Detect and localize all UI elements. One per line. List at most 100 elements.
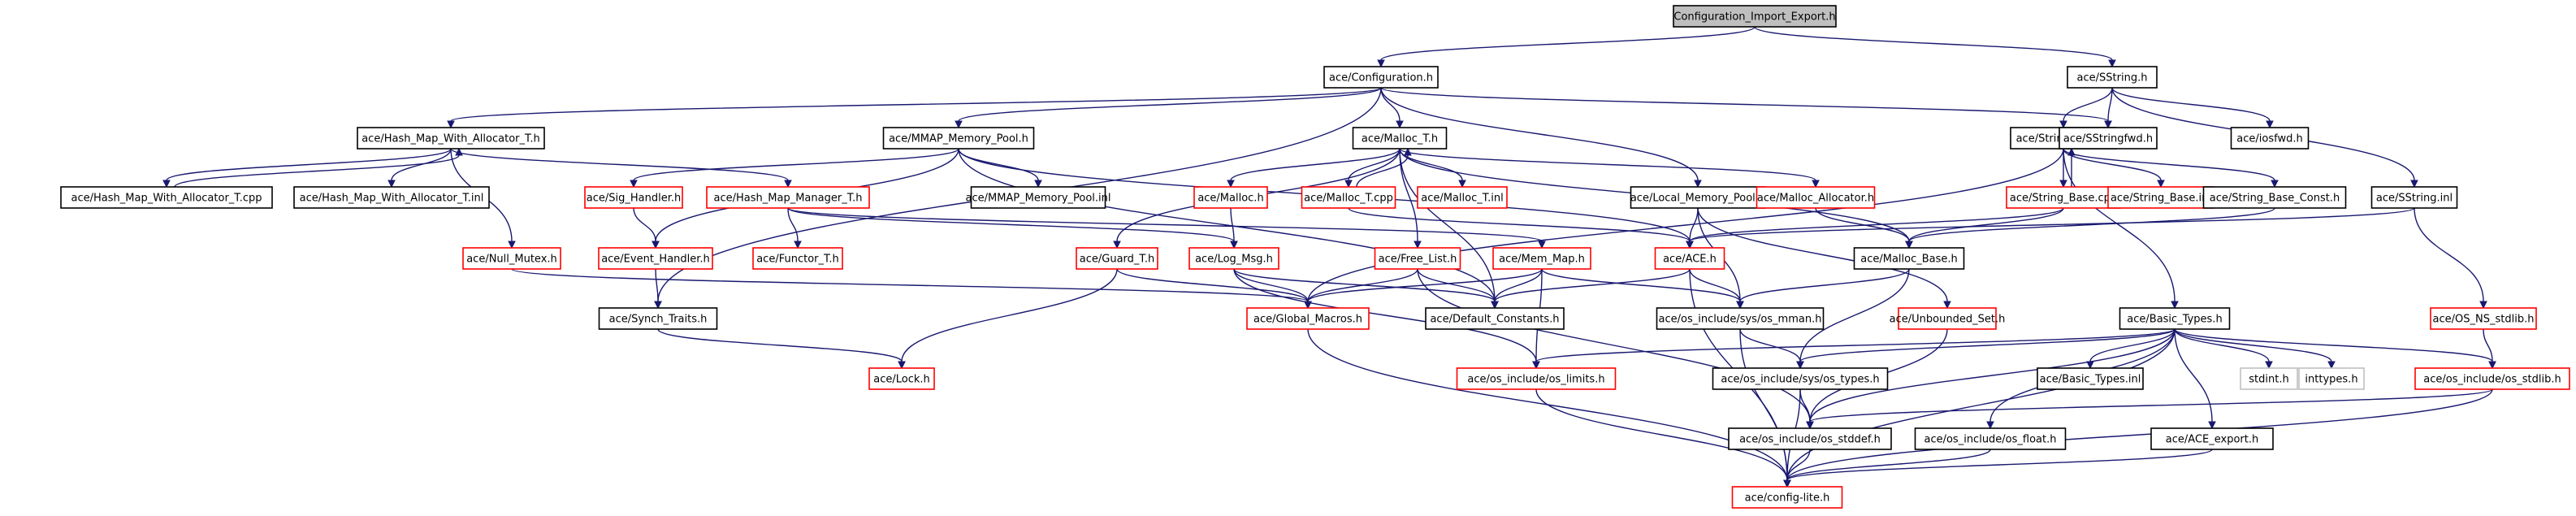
node-os-float[interactable]: ace/os_include/os_float.h — [1914, 427, 2067, 450]
node-event-handler[interactable]: ace/Event_Handler.h — [598, 247, 713, 270]
edge-malloc_t-to-malloc_h — [1227, 148, 1401, 189]
edge-root-to-config — [1377, 26, 1756, 68]
edge-basic_types-to-stdint — [2174, 328, 2273, 370]
node-basic-types[interactable]: ace/Basic_Types.h — [2119, 307, 2231, 330]
node-box — [2059, 127, 2158, 150]
node-stdint[interactable]: stdint.h — [2240, 367, 2298, 390]
node-inttypes[interactable]: inttypes.h — [2298, 367, 2365, 390]
edge-event_handler-to-synch_traits — [654, 268, 662, 310]
node-synch-traits[interactable]: ace/Synch_Traits.h — [598, 307, 718, 330]
node-ace-export[interactable]: ace/ACE_export.h — [2150, 427, 2274, 450]
node-os-ns-stdlib[interactable]: ace/OS_NS_stdlib.h — [2430, 307, 2537, 330]
node-os-limits[interactable]: ace/os_include/os_limits.h — [1456, 367, 1617, 390]
edge-malloc_h-to-log_msg — [1230, 207, 1238, 249]
node-sig-handler[interactable]: ace/Sig_Handler.h — [584, 186, 683, 209]
node-label: inttypes.h — [2305, 374, 2357, 386]
node-sstring[interactable]: ace/SString.h — [2067, 66, 2158, 89]
node-string-base-cpp[interactable]: ace/String_Base.cpp — [2006, 186, 2121, 209]
node-os-types[interactable]: ace/os_include/sys/os_types.h — [1712, 367, 1889, 390]
node-ace-h[interactable]: ace/ACE.h — [1654, 247, 1725, 270]
node-iosfwd[interactable]: ace/iosfwd.h — [2230, 127, 2310, 150]
node-null-mutex[interactable]: ace/Null_Mutex.h — [462, 247, 561, 270]
node-mmap-inl[interactable]: ace/MMAP_Memory_Pool.inl — [965, 186, 1111, 209]
node-functor-t[interactable]: ace/Functor_T.h — [752, 247, 843, 270]
node-lock-h[interactable]: ace/Lock.h — [868, 367, 935, 390]
node-box — [882, 127, 1035, 150]
node-label: ace/Malloc_Allocator.h — [1757, 193, 1874, 205]
node-guard-t[interactable]: ace/Guard_T.h — [1076, 247, 1158, 270]
node-box — [868, 367, 935, 390]
node-sstringfwd[interactable]: ace/SStringfwd.h — [2059, 127, 2158, 150]
node-hmwa-inl[interactable]: ace/Hash_Map_With_Allocator_T.inl — [293, 186, 490, 209]
node-default-const[interactable]: ace/Default_Constants.h — [1425, 307, 1565, 330]
edge-config-to-hmwa — [447, 87, 1382, 129]
node-lmp[interactable]: ace/Local_Memory_Pool.h — [1630, 186, 1766, 209]
node-label: ace/SStringfwd.h — [2063, 133, 2153, 145]
node-label: ace/OS_NS_stdlib.h — [2433, 314, 2535, 326]
node-label: ace/Malloc_T.h — [1362, 133, 1438, 145]
node-label: ace/Functor_T.h — [756, 254, 839, 266]
node-box — [2240, 367, 2298, 390]
node-label: ace/SString.inl — [2376, 193, 2453, 205]
node-box — [1456, 367, 1617, 390]
node-box — [1673, 5, 1837, 28]
node-label: ace/Global_Macros.h — [1253, 314, 1362, 326]
node-box — [1898, 307, 1997, 330]
node-label: ace/Event_Handler.h — [601, 254, 710, 266]
node-sstring-inl[interactable]: ace/SString.inl — [2370, 186, 2458, 209]
node-sbc[interactable]: ace/String_Base_Const.h — [2202, 186, 2347, 209]
node-malloc-t[interactable]: ace/Malloc_T.h — [1352, 127, 1448, 150]
edge-basic_types-to-ace_export — [2174, 328, 2216, 430]
node-box — [1630, 186, 1766, 209]
node-hmm-t[interactable]: ace/Hash_Map_Manager_T.h — [706, 186, 870, 209]
edge-lmp-to-unbounded_set — [1697, 207, 1951, 310]
edge-malloc_t_cpp-to-ace_h — [1348, 207, 1694, 249]
node-basic-types-inl[interactable]: ace/Basic_Types.inl — [2037, 367, 2144, 390]
node-label: ace/Default_Constants.h — [1430, 314, 1559, 326]
node-box — [2370, 186, 2458, 209]
node-label: ace/Mem_Map.h — [1499, 254, 1585, 266]
node-mmap-pool[interactable]: ace/MMAP_Memory_Pool.h — [882, 127, 1035, 150]
node-root[interactable]: Configuration_Import_Export.h — [1673, 5, 1837, 28]
node-log-msg[interactable]: ace/Log_Msg.h — [1188, 247, 1279, 270]
edge-os_mman-to-config_lite — [1739, 328, 1791, 488]
node-os-stdlib[interactable]: ace/os_include/os_stdlib.h — [2414, 367, 2570, 390]
node-label: ace/os_include/sys/os_types.h — [1721, 374, 1879, 386]
node-hmwa-cpp[interactable]: ace/Hash_Map_With_Allocator_T.cpp — [60, 186, 273, 209]
node-malloc-t-cpp[interactable]: ace/Malloc_T.cpp — [1301, 186, 1396, 209]
edge-root-to-sstring — [1754, 26, 2116, 68]
edge-mem_map-to-global_macros — [1304, 268, 1543, 310]
edge-hmwa_cpp-to-hmwa — [174, 147, 463, 188]
edge-null_mutex-to-global_macros — [511, 268, 1312, 310]
node-malloc-base[interactable]: ace/Malloc_Base.h — [1853, 247, 1965, 270]
node-box — [584, 186, 683, 209]
node-box — [2298, 367, 2365, 390]
node-box — [752, 247, 843, 270]
node-malloc-alloc[interactable]: ace/Malloc_Allocator.h — [1756, 186, 1876, 209]
node-string-base-inl[interactable]: ace/String_Base.inl — [2107, 186, 2214, 209]
edge-basic_types-to-inttypes — [2174, 328, 2336, 370]
edge-string_base-to-string_base_inl — [2063, 148, 2165, 189]
node-malloc-t-inl[interactable]: ace/Malloc_T.inl — [1417, 186, 1508, 209]
node-unbounded-set[interactable]: ace/Unbounded_Set.h — [1890, 307, 2006, 330]
node-config-lite[interactable]: ace/config-lite.h — [1731, 486, 1843, 509]
edge-ace_h-to-default_const — [1491, 268, 1691, 310]
node-config[interactable]: ace/Configuration.h — [1323, 66, 1439, 89]
edge-sstring-to-string_base — [2059, 87, 2113, 129]
node-box — [1301, 186, 1396, 209]
node-malloc-h[interactable]: ace/Malloc.h — [1193, 186, 1268, 209]
edge-malloc_t_cpp-to-malloc_t — [1356, 147, 1412, 188]
node-os-stddef[interactable]: ace/os_include/os_stddef.h — [1728, 427, 1892, 450]
node-free-list[interactable]: ace/Free_List.h — [1374, 247, 1461, 270]
node-os-mman[interactable]: ace/os_include/sys/os_mman.h — [1656, 307, 1825, 330]
node-label: ace/Malloc_T.inl — [1421, 193, 1504, 205]
node-label: ace/String_Base.cpp — [2010, 193, 2117, 205]
node-box — [1417, 186, 1508, 209]
node-label: ace/MMAP_Memory_Pool.inl — [965, 193, 1110, 205]
node-label: ace/iosfwd.h — [2236, 133, 2302, 145]
node-box — [1914, 427, 2067, 450]
node-label: ace/String_Base_Const.h — [2210, 193, 2340, 205]
node-global-macros[interactable]: ace/Global_Macros.h — [1246, 307, 1370, 330]
node-mem-map[interactable]: ace/Mem_Map.h — [1492, 247, 1591, 270]
node-hmwa[interactable]: ace/Hash_Map_With_Allocator_T.h — [357, 127, 545, 150]
